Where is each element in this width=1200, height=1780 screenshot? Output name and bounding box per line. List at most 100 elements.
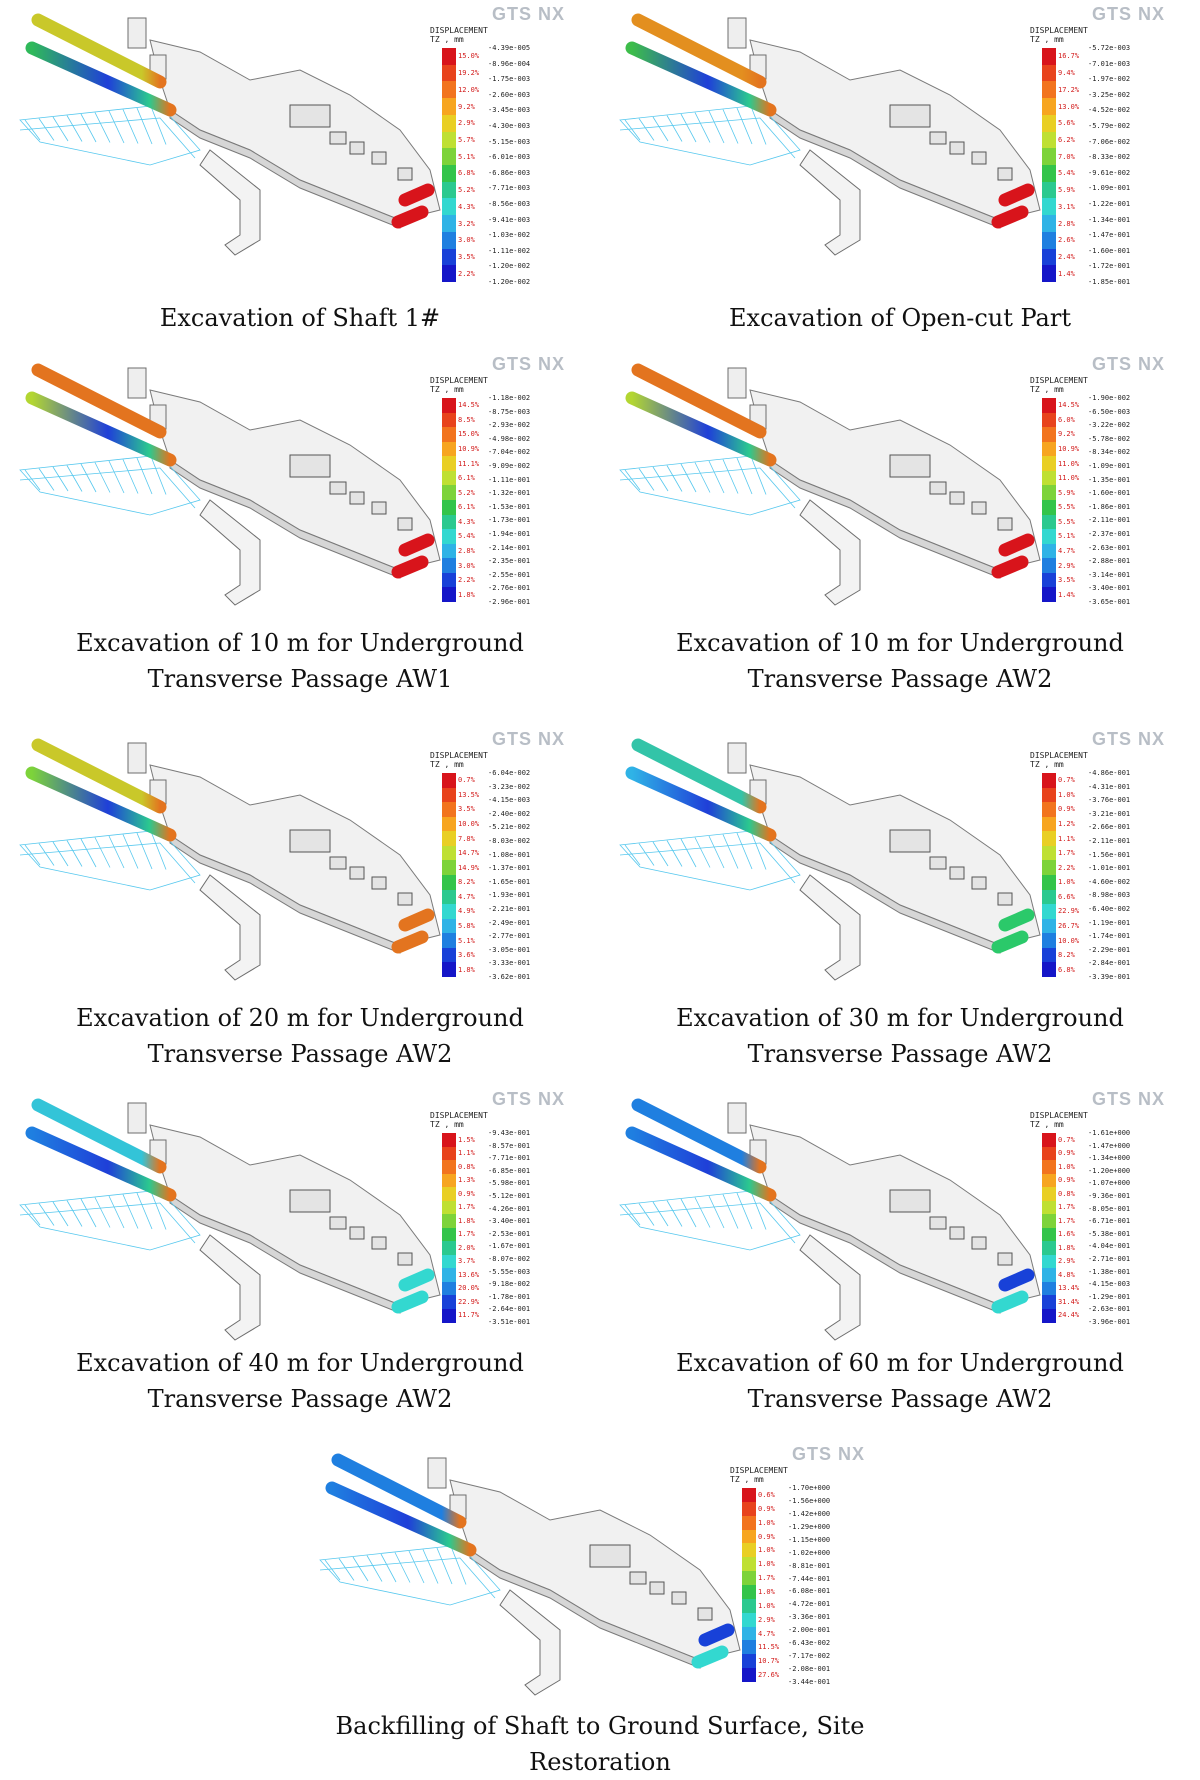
legend-value: -1.11e-001 [488,475,531,484]
legend-value: -8.96e-004 [488,59,531,68]
gts-nx-logo: GTS NX [492,1089,566,1109]
legend-unit: TZ , mm [1030,35,1064,44]
legend-percent: 3.7% [458,1257,475,1266]
tunnel-tube-lower [325,1481,477,1557]
legend-value: -1.72e-001 [1088,262,1131,271]
legend-value: -1.97e-002 [1088,75,1131,84]
gts-nx-logo: GTS NX [1092,1089,1166,1109]
legend-value: -8.75e-003 [488,407,531,416]
legend-value: -1.47e-001 [1088,231,1131,240]
legend-swatch [1042,543,1056,559]
legend-value: -1.20e-002 [488,262,531,271]
legend-percent: 0.7% [1058,1135,1075,1144]
legend-value: -3.51e-001 [488,1318,531,1326]
right-tube-upper [998,533,1035,557]
transverse-passage-mesh [619,104,801,166]
legend-percent: 1.4% [1058,269,1075,278]
transverse-passage-mesh [319,1544,501,1606]
legend-value: -6.01e-003 [488,153,531,162]
legend-value: -4.60e-002 [1088,877,1131,886]
legend-percent: 17.2% [1058,85,1080,94]
legend-swatch [1042,412,1056,428]
legend-value: -1.75e-003 [488,75,531,84]
legend-swatch [442,500,456,516]
legend-swatch [442,933,456,949]
legend-swatch [742,1488,756,1503]
legend-percent: 2.8% [458,547,475,555]
legend-swatch [742,1612,756,1628]
deck-equipment [629,1571,647,1585]
model-figure [619,738,1041,981]
legend-swatch [742,1640,756,1655]
legend-percent: 2.8% [1058,219,1075,228]
legend-value: -4.26e-001 [488,1204,531,1213]
legend-percent: 6.8% [458,169,475,178]
legend-percent: 1.3% [458,1176,475,1185]
legend-percent: 5.2% [458,488,475,497]
legend-value: -1.56e-001 [1088,850,1131,859]
legend-percent: 1.7% [1058,849,1075,858]
deck-equipment [589,1544,631,1568]
legend-percent: 13.0% [1058,102,1080,111]
legend-percent: 11.0% [1058,474,1080,483]
legend-swatch [1042,1254,1056,1269]
legend-value: -1.78e-001 [488,1292,531,1301]
legend-swatch [1042,1160,1056,1174]
legend-swatch [1042,773,1056,789]
legend-swatch [1042,933,1056,949]
legend-percent: 6.0% [1058,415,1075,424]
tunnel-tube-lower [625,766,777,842]
panel-caption: Backfilling of Shaft to Ground Surface, … [300,1708,900,1780]
legend-swatch [1042,845,1056,861]
legend-value: -1.93e-001 [488,891,531,900]
legend-value: -3.05e-001 [488,945,531,954]
legend-value: -2.77e-001 [488,932,531,941]
tunnel-tube-upper [31,363,167,439]
deck-equipment [889,829,931,853]
legend-percent: 9.2% [1058,430,1075,439]
legend-percent: 1.7% [458,1203,475,1212]
legend-value: -2.00e-001 [788,1626,831,1635]
gts-nx-logo: GTS NX [492,354,566,374]
legend-percent: 1.0% [758,1518,775,1527]
legend-percent: 1.0% [1058,790,1075,799]
exit-passage [799,1234,861,1341]
legend-percent: 1.7% [758,1574,775,1583]
legend-value: -6.43e-002 [788,1639,831,1648]
legend-value: -1.74e-001 [1088,932,1131,941]
legend-swatch [1042,148,1056,166]
legend-value: -1.20e+000 [1088,1166,1131,1175]
legend-percent: 5.4% [1058,169,1075,178]
legend-value: -2.49e-001 [488,918,531,927]
legend-swatch [442,1241,456,1255]
legend-percent: 3.2% [458,219,475,228]
legend-percent: 2.0% [458,1243,475,1252]
deck-equipment [397,892,413,906]
legend-percent: 11.7% [458,1311,480,1320]
legend-value: -3.23e-002 [488,782,531,791]
legend-swatch [442,165,456,183]
legend-swatch [742,1585,756,1600]
legend-swatch [442,962,456,978]
legend-percent: 4.7% [758,1629,775,1638]
legend-value: -8.05e-001 [1088,1204,1131,1213]
legend-value: -5.15e-003 [488,137,531,146]
legend-swatch [1042,1133,1056,1147]
legend-swatch [742,1668,756,1683]
legend-value: -2.88e-001 [1088,557,1131,566]
legend-value: -2.29e-001 [1088,945,1131,954]
right-tube-lower [391,205,429,229]
caption-line: Excavation of 20 m for Underground [76,1004,524,1032]
deck-equipment [949,866,965,880]
model-figure [19,1098,441,1341]
right-tube-upper [398,908,435,932]
deck-equipment [929,131,947,145]
legend-percent: 5.1% [458,936,475,945]
legend-swatch [1042,198,1056,216]
legend-swatch [442,802,456,818]
legend-percent: 6.8% [1058,965,1075,974]
legend-value: -7.06e-002 [1088,137,1131,146]
deck-equipment [397,517,413,531]
